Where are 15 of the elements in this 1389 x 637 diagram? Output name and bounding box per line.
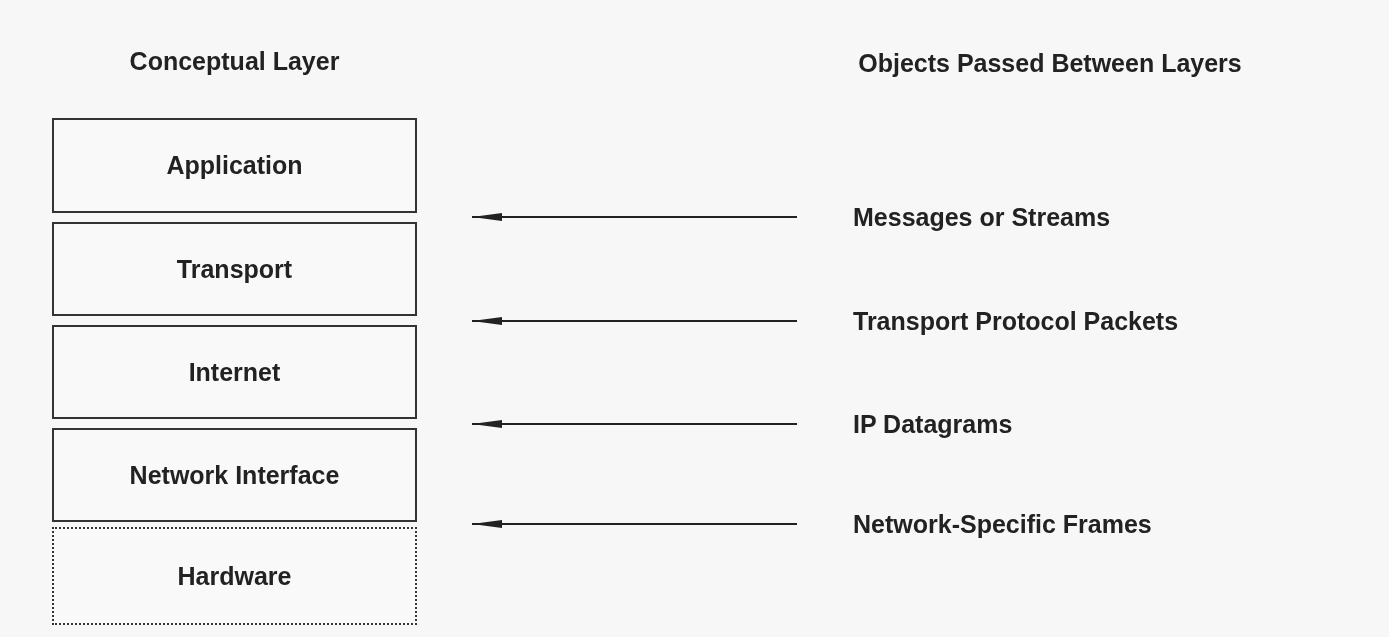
arrow [471, 420, 798, 428]
column-heading: Objects Passed Between Layers [857, 48, 1243, 79]
layer-box: Application [52, 118, 417, 213]
object-label: Network-Specific Frames [853, 509, 1152, 539]
column-heading: Conceptual Layer [128, 46, 341, 77]
arrow [471, 520, 798, 528]
arrow [471, 317, 798, 325]
object-label: Transport Protocol Packets [853, 306, 1179, 336]
object-label: Messages or Streams [853, 202, 1111, 232]
object-label: IP Datagrams [853, 409, 1013, 439]
layer-box: Internet [52, 325, 417, 419]
layer-box: Hardware [52, 527, 417, 625]
layer-box: Transport [52, 222, 417, 316]
layer-box: Network Interface [52, 428, 417, 522]
arrow [471, 213, 798, 221]
